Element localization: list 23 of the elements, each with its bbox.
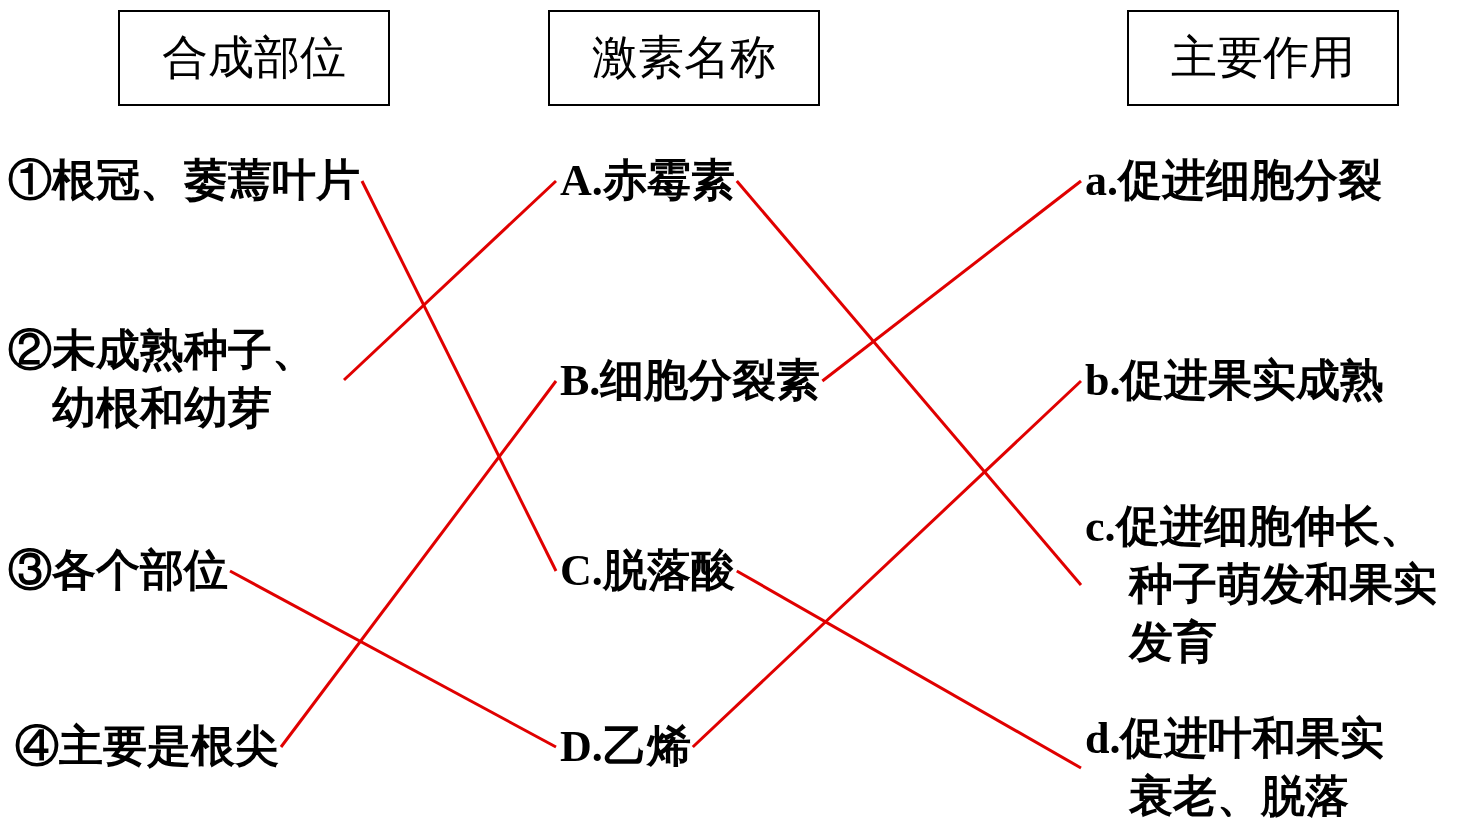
item-label: ①根冠、萎蔫叶片: [8, 152, 360, 210]
connector-line: [229, 569, 557, 749]
item-label: c.促进细胞伸长、种子萌发和果实发育: [1085, 498, 1449, 672]
connector-line: [279, 380, 558, 748]
connector-line: [736, 569, 1082, 770]
item-label: A.赤霉素: [560, 152, 735, 210]
column-header: 主要作用: [1127, 10, 1399, 106]
item-label: d.促进叶和果实衰老、脱落: [1085, 710, 1409, 826]
connector-line: [342, 179, 558, 382]
column-header: 合成部位: [118, 10, 390, 106]
connector-line: [360, 180, 558, 572]
item-label: a.促进细胞分裂: [1085, 152, 1382, 210]
connector-line: [821, 179, 1082, 383]
item-label: ②未成熟种子、幼根和幼芽: [8, 322, 342, 438]
item-label: C.脱落酸: [560, 542, 735, 600]
column-header: 激素名称: [548, 10, 820, 106]
item-label: ③各个部位: [8, 542, 228, 600]
connector-line: [691, 379, 1083, 749]
item-label: D.乙烯: [560, 718, 691, 776]
connector-line: [735, 180, 1083, 586]
item-label: B.细胞分裂素: [560, 352, 821, 410]
item-label: b.促进果实成熟: [1085, 352, 1385, 410]
item-label: ④主要是根尖: [15, 718, 279, 776]
